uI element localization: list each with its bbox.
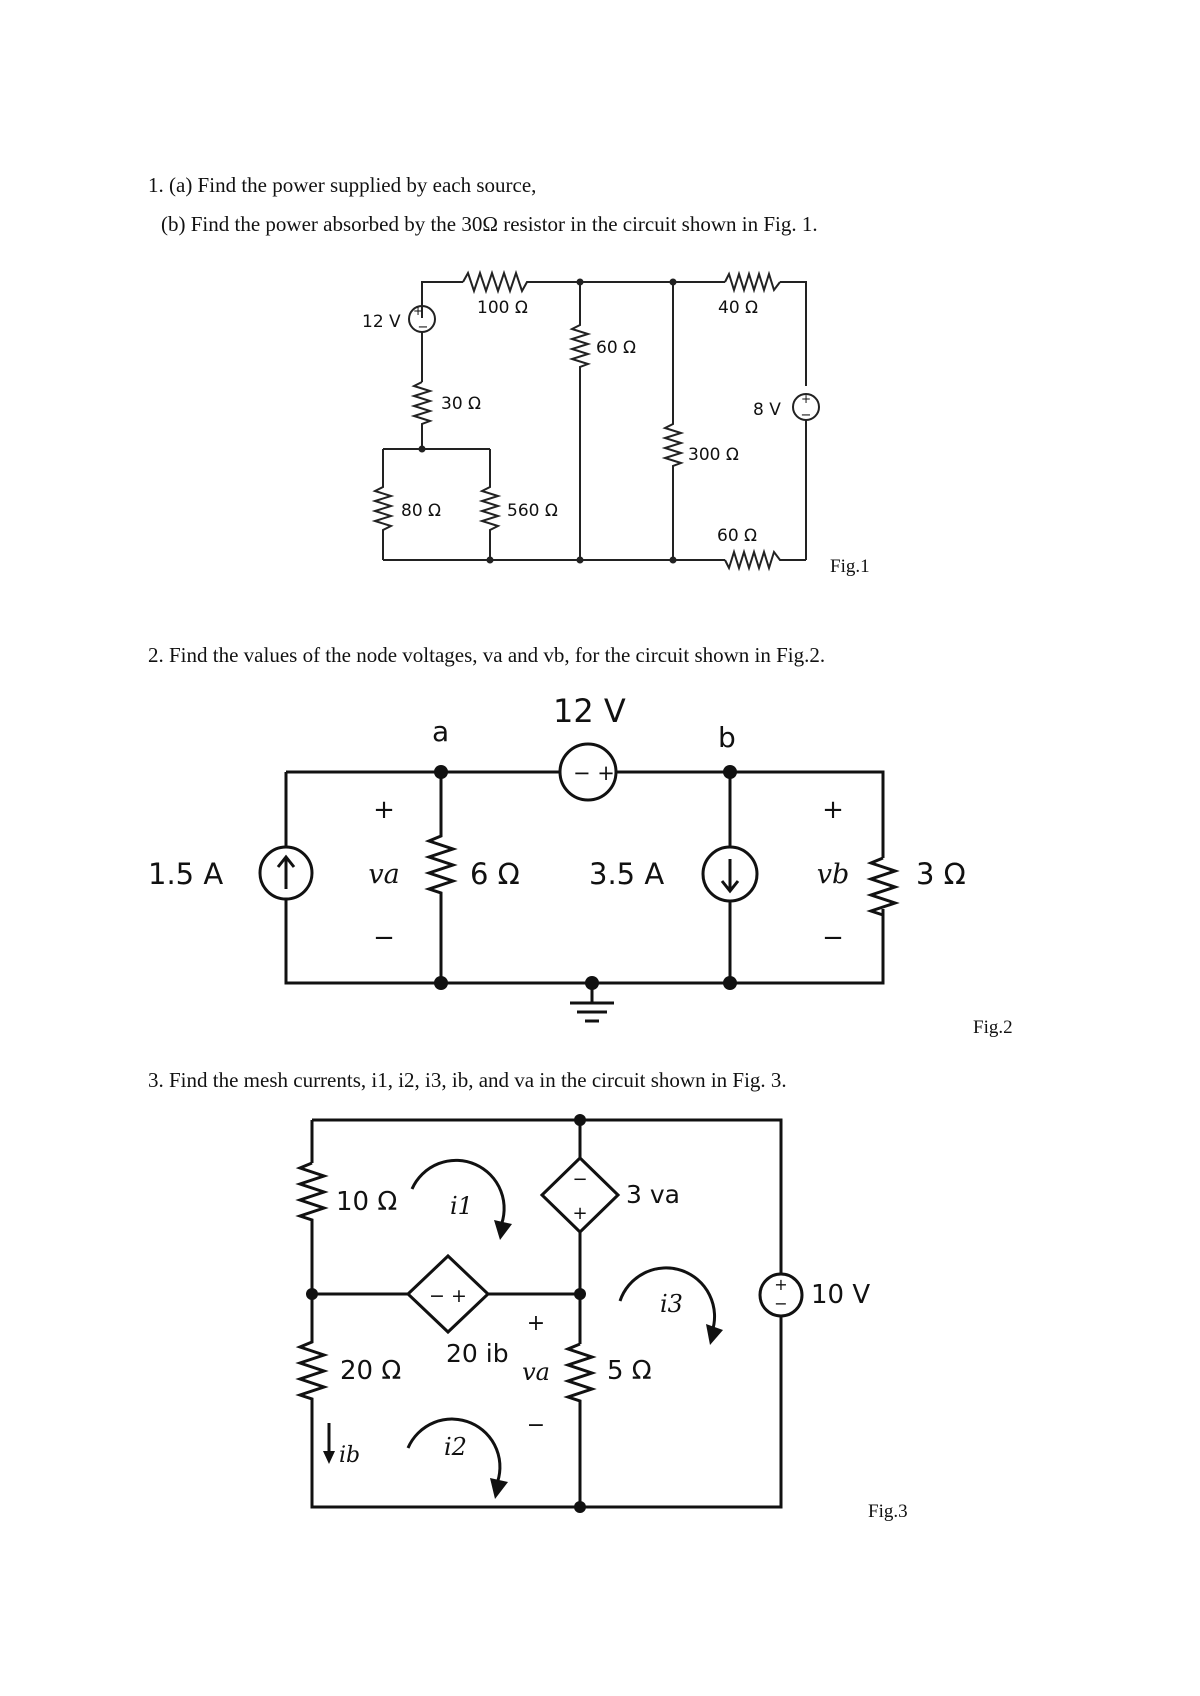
node-a-label: a <box>432 715 449 748</box>
svg-text:+: + <box>373 795 395 825</box>
label-10v: 10 V <box>811 1280 870 1310</box>
svg-text:+: + <box>413 304 423 318</box>
svg-text:−: − <box>418 320 429 335</box>
label-3-5a: 3.5 A <box>589 857 664 891</box>
label-20-ohm: 20 Ω <box>340 1356 401 1386</box>
voltage-source-10v <box>758 1272 804 1318</box>
label-60-ohm-bottom: 60 Ω <box>717 526 757 546</box>
label-1-5a: 1.5 A <box>148 857 223 891</box>
svg-text:−: − <box>572 1169 587 1190</box>
label-60-ohm-top: 60 Ω <box>596 338 636 358</box>
mesh-arrow-i3 <box>618 1266 717 1333</box>
label-i3: i3 <box>660 1290 683 1318</box>
label-560-ohm: 560 Ω <box>507 501 558 521</box>
voltage-source-12v-fig2 <box>558 742 618 802</box>
q1-part-b: (b) Find the power absorbed by the 30Ω r… <box>161 212 818 236</box>
svg-text:− +: − + <box>573 761 615 785</box>
label-20ib: 20 ib <box>446 1339 509 1368</box>
label-i1: i1 <box>450 1192 473 1220</box>
svg-text:+: + <box>527 1311 545 1336</box>
label-6-ohm: 6 Ω <box>470 857 520 891</box>
label-10-ohm: 10 Ω <box>336 1187 397 1217</box>
dependent-source-20ib <box>405 1253 491 1335</box>
svg-text:−: − <box>527 1413 545 1438</box>
q3-text: 3. Find the mesh currents, i1, i2, i3, i… <box>148 1068 787 1092</box>
svg-text:−: − <box>373 923 395 953</box>
ground-icon <box>570 983 614 1023</box>
label-8v: 8 V <box>753 400 781 420</box>
label-12v-fig2: 12 V <box>553 692 626 730</box>
fig2-caption: Fig.2 <box>973 1017 1013 1038</box>
current-source-3-5a <box>701 845 759 903</box>
svg-text:− +: − + <box>429 1285 467 1307</box>
label-i2: i2 <box>444 1433 467 1461</box>
dependent-source-3va <box>539 1155 621 1235</box>
svg-text:−: − <box>822 923 844 953</box>
mesh-arrow-i1 <box>410 1158 506 1229</box>
svg-text:−: − <box>774 1294 787 1313</box>
label-3-ohm: 3 Ω <box>916 857 966 891</box>
label-ib: ib <box>339 1443 360 1468</box>
node-b-label: b <box>718 721 736 754</box>
svg-text:−: − <box>801 408 812 423</box>
label-300-ohm: 300 Ω <box>688 445 739 465</box>
svg-text:+: + <box>801 392 811 406</box>
current-source-1-5a <box>258 845 314 901</box>
svg-text:+: + <box>774 1275 787 1294</box>
label-30-ohm: 30 Ω <box>441 394 481 414</box>
label-40-ohm: 40 Ω <box>718 298 758 318</box>
label-3va: 3 va <box>626 1180 680 1209</box>
fig3-caption: Fig.3 <box>868 1501 908 1522</box>
label-5-ohm: 5 Ω <box>607 1356 652 1386</box>
label-80-ohm: 80 Ω <box>401 501 441 521</box>
svg-text:+: + <box>572 1203 587 1224</box>
label-vb: vb <box>817 859 850 890</box>
q2-text: 2. Find the values of the node voltages,… <box>148 643 826 667</box>
label-12v: 12 V <box>362 312 401 332</box>
label-va: va <box>368 859 399 890</box>
svg-text:+: + <box>822 795 844 825</box>
fig1-caption: Fig.1 <box>830 556 870 577</box>
q1-part-a: 1. (a) Find the power supplied by each s… <box>148 173 537 197</box>
mesh-arrow-i2 <box>406 1417 502 1487</box>
label-100-ohm: 100 Ω <box>477 298 528 318</box>
label-va-fig3: va <box>522 1358 550 1386</box>
